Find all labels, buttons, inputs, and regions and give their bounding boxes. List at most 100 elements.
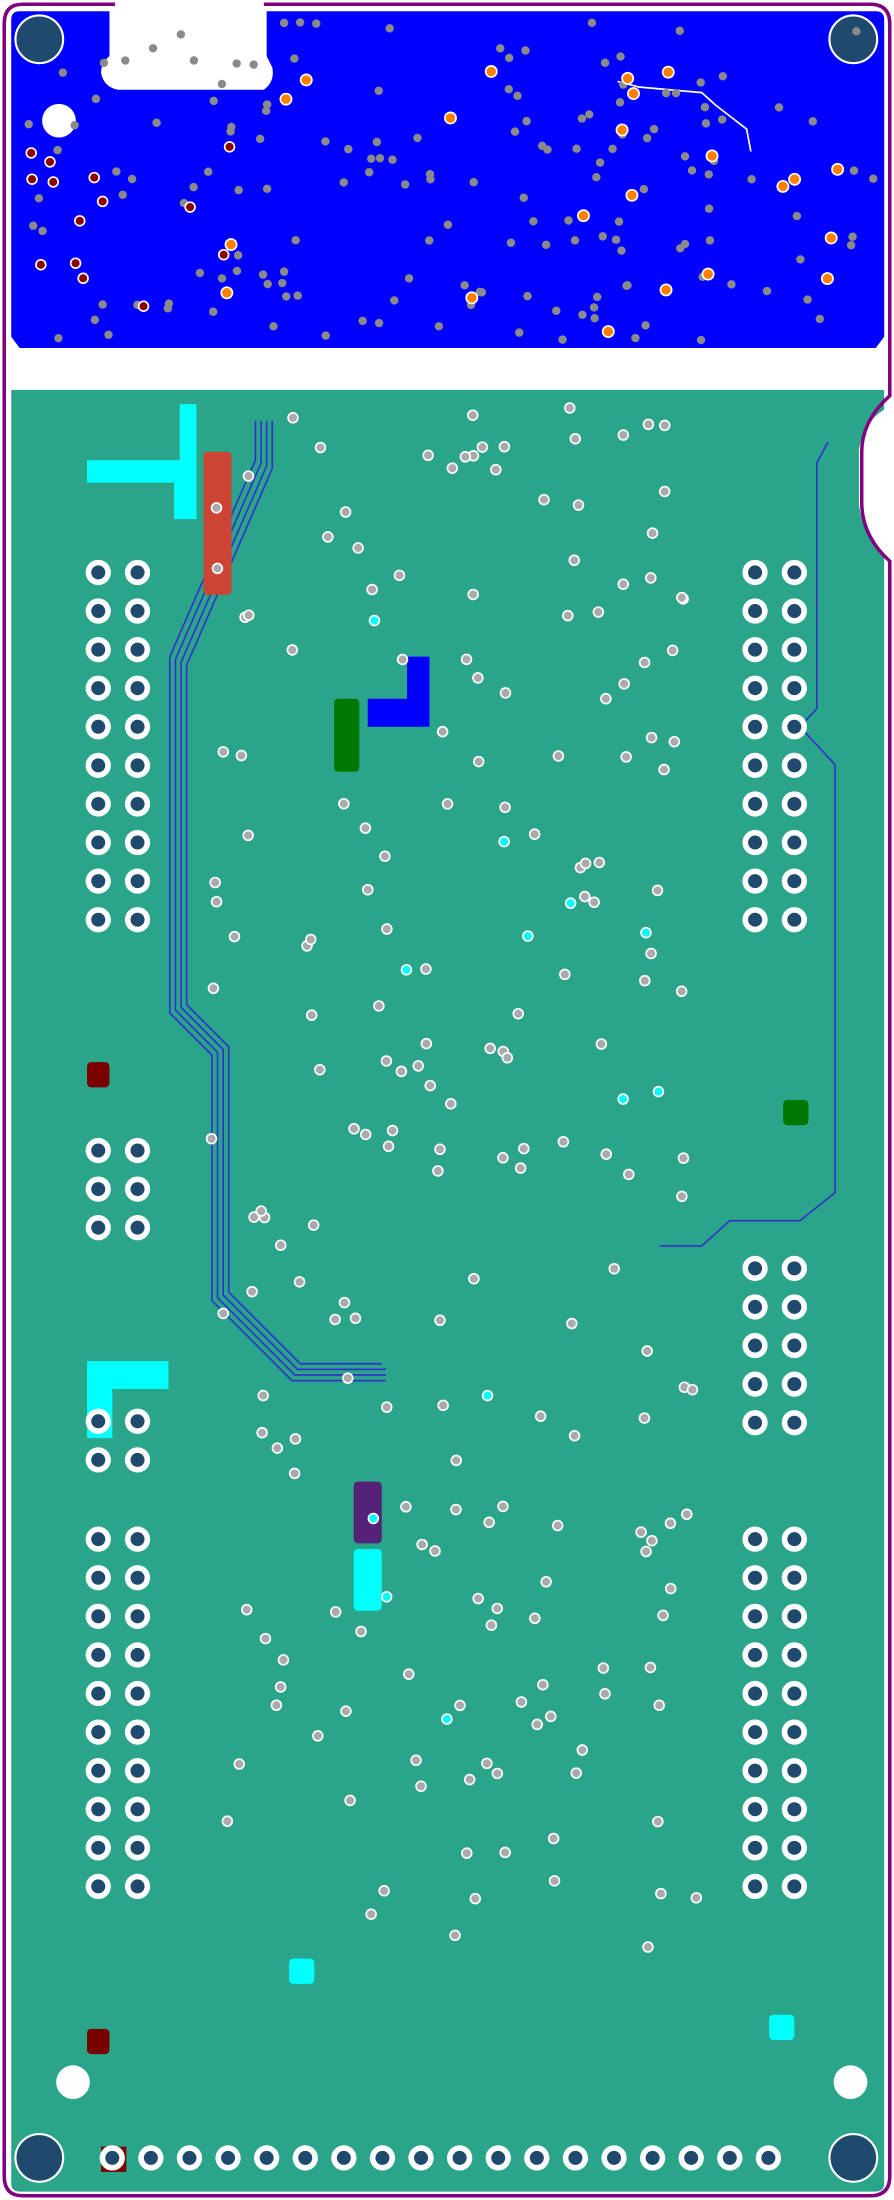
via [312, 1730, 324, 1742]
pad-drill [787, 1377, 802, 1392]
via [541, 240, 551, 249]
via [235, 749, 248, 762]
pad-drill [130, 1802, 145, 1817]
via [570, 236, 580, 245]
via [615, 123, 629, 137]
via [848, 232, 857, 241]
pad-drill [91, 1532, 106, 1547]
via [74, 215, 86, 227]
via [645, 731, 658, 744]
via [545, 1710, 557, 1723]
pad-maroon [87, 2028, 110, 2055]
pad-drill [91, 681, 106, 696]
pad-drill [787, 565, 802, 580]
via [646, 527, 659, 539]
via [209, 307, 218, 316]
via [552, 750, 565, 762]
pad-drill [787, 1338, 802, 1353]
pad-drill [748, 681, 763, 696]
via [277, 1654, 290, 1666]
via [558, 335, 567, 344]
pad-drill [748, 1647, 763, 1662]
pad-drill [259, 2150, 274, 2165]
via [148, 44, 158, 53]
via [676, 591, 688, 604]
via [380, 1591, 393, 1603]
pad-drill [91, 1647, 106, 1662]
pad-drill [787, 874, 802, 889]
via [638, 1412, 651, 1424]
via [189, 56, 199, 65]
via [228, 930, 241, 943]
via [434, 1314, 446, 1327]
via [472, 755, 485, 768]
via [686, 1383, 699, 1396]
via [98, 300, 107, 309]
pad-purple [353, 1481, 382, 1544]
via [569, 432, 582, 445]
pad-drill [606, 2150, 622, 2165]
via [642, 1941, 654, 1953]
pad-drill [491, 2150, 506, 2165]
via [299, 73, 313, 87]
via [587, 18, 597, 28]
via [314, 441, 327, 454]
via [54, 333, 63, 343]
via [255, 1205, 267, 1217]
via [658, 485, 671, 498]
via [90, 315, 100, 325]
pad-drill [787, 758, 802, 773]
via [675, 26, 684, 36]
via [705, 149, 719, 163]
via [279, 267, 289, 276]
pad-drill [748, 1570, 763, 1585]
pad-green [783, 1100, 809, 1126]
via [600, 692, 612, 705]
via [400, 180, 410, 189]
pad-drill [91, 1570, 106, 1585]
via [295, 18, 305, 27]
pad-drill [91, 642, 106, 657]
via [38, 226, 47, 236]
trace-bundle-left [168, 420, 386, 1382]
via [701, 267, 715, 281]
pad-drill [787, 1415, 802, 1430]
pad-cyan [353, 1548, 382, 1611]
via [70, 121, 79, 130]
via [374, 318, 384, 328]
via [529, 217, 538, 226]
pad-drill [748, 1609, 763, 1624]
via [680, 239, 690, 249]
via [288, 1467, 301, 1480]
via [568, 1429, 581, 1442]
via [386, 1124, 399, 1137]
via [529, 1612, 541, 1625]
via [589, 303, 599, 312]
trace-bundle-left [180, 420, 386, 1371]
via [434, 1143, 446, 1156]
via [305, 1009, 318, 1021]
via [572, 499, 585, 511]
pad-drill [91, 604, 106, 619]
via [796, 255, 805, 264]
pad-drill [787, 1261, 802, 1276]
pad-blue [367, 656, 430, 727]
via [490, 463, 502, 476]
via [282, 292, 291, 301]
via [657, 1609, 669, 1622]
via [321, 137, 330, 146]
via [483, 1516, 495, 1529]
via [340, 1705, 352, 1717]
via [640, 1545, 652, 1558]
via [454, 1699, 466, 1712]
via [499, 1846, 511, 1859]
via [339, 178, 348, 187]
via [220, 286, 234, 300]
via [491, 1602, 504, 1615]
pad-drill [748, 1686, 763, 1701]
via [58, 68, 68, 77]
via [420, 1037, 433, 1050]
via [510, 127, 520, 136]
via [652, 1815, 664, 1828]
pad-drill [787, 719, 802, 734]
